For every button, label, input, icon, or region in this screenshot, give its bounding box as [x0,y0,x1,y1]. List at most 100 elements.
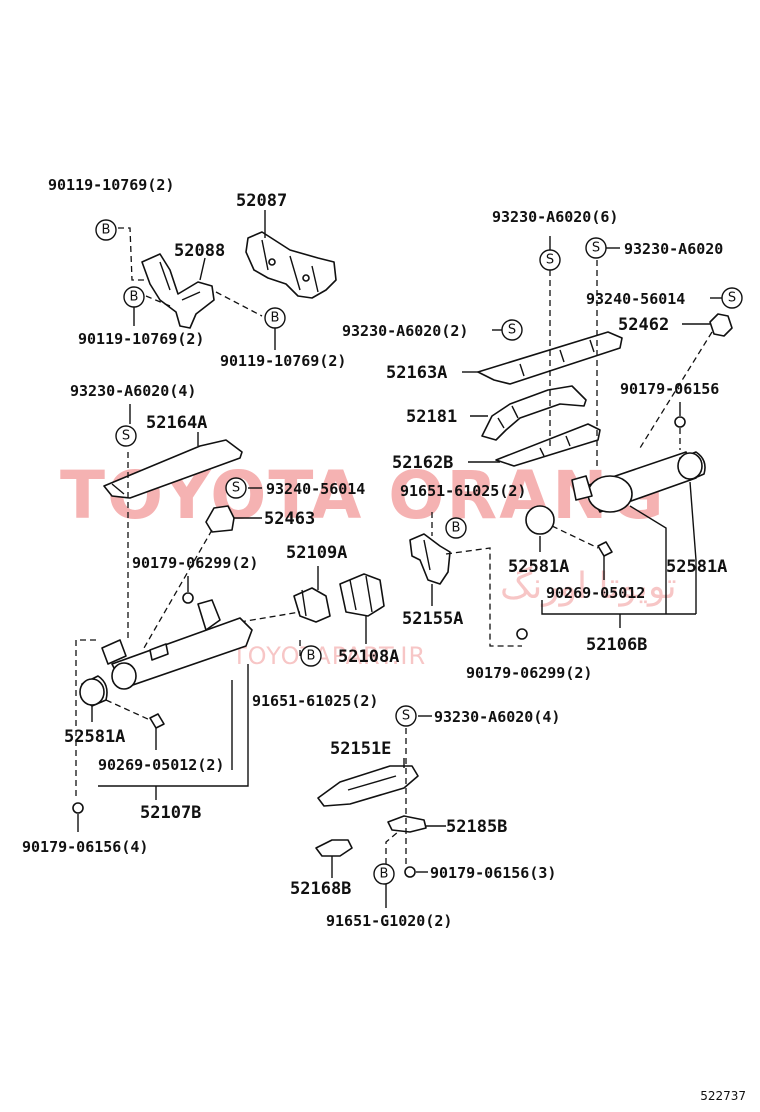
screw-symbol-3: S [721,287,743,309]
bolt-symbol-6: B [373,863,395,885]
label-52164A[interactable]: 52164A [146,413,207,433]
label-93230-left[interactable]: 93230-A6020(4) [70,382,196,400]
label-52151E[interactable]: 52151E [330,739,391,759]
svg-text:B: B [307,649,316,664]
label-52581A-mid[interactable]: 52581A [508,557,569,577]
label-91651-g1020[interactable]: 91651-G1020(2) [326,912,452,930]
screw-symbol-1: S [539,249,561,271]
label-52185B[interactable]: 52185B [446,817,507,837]
clip-90179-06156-shape[interactable] [674,416,686,428]
label-52109A[interactable]: 52109A [286,543,347,563]
label-90179-06156-right[interactable]: 90179-06156 [620,380,719,398]
svg-text:S: S [508,323,516,338]
label-90119-top[interactable]: 90119-10769(2) [48,176,174,194]
label-90179-06299-mid[interactable]: 90179-06299(2) [466,664,592,682]
svg-text:B: B [380,867,389,882]
bolt-90269-05012-shape[interactable] [597,541,613,557]
label-93240-left[interactable]: 93240-56014 [266,480,365,498]
watermark-persian: تویوتا اورنگ [500,565,677,607]
bracket-52181-shape[interactable] [481,385,587,441]
label-90179-06299-left[interactable]: 90179-06299(2) [132,554,258,572]
label-93240-right[interactable]: 93240-56014 [586,290,685,308]
bracket-52109A-shape[interactable] [293,587,331,623]
label-52155A[interactable]: 52155A [402,609,463,629]
assembly-left [72,599,253,832]
svg-text:B: B [130,290,139,305]
svg-text:S: S [232,481,240,496]
svg-text:S: S [402,709,410,724]
clip-90179-06299-mid-shape[interactable] [516,628,528,640]
label-52581A-right[interactable]: 52581A [666,557,727,577]
cap-52462-shape[interactable] [709,313,733,337]
label-91651-bottom[interactable]: 91651-61025(2) [252,692,378,710]
part-labels: 90119-10769(2) 52087 52088 90119-10769(2… [22,176,727,930]
svg-text:S: S [122,429,130,444]
label-91651-top[interactable]: 91651-61025(2) [400,482,526,500]
label-90119-mid[interactable]: 90119-10769(2) [78,330,204,348]
bolt-symbol-1: B [95,219,117,241]
bracket-52185B-shape[interactable] [387,815,427,833]
label-52108A[interactable]: 52108A [338,647,399,667]
figure-code: 522737 [700,1089,746,1103]
pad-52168B-shape[interactable] [315,839,353,857]
bracket-52155A-shape[interactable] [409,533,451,585]
plate-52151E-shape[interactable] [317,765,419,807]
label-52581A-left[interactable]: 52581A [64,727,125,747]
pipe-52107B-end [111,662,137,690]
label-93230-right[interactable]: 93230-A6020 [624,240,723,258]
screw-symbol-5: S [115,425,137,447]
watermark: TOYOTA ORANG تویوتا اورنگ TOYOTAPART.IR [60,457,677,670]
svg-text:S: S [728,291,736,306]
bolt-symbol-2: B [123,286,145,308]
svg-text:S: S [592,241,600,256]
label-52107B[interactable]: 52107B [140,803,201,823]
svg-text:B: B [452,521,461,536]
label-93230-bottom[interactable]: 93230-A6020(4) [434,708,560,726]
label-93230-top[interactable]: 93230-A6020(6) [492,208,618,226]
cover-52164A-shape[interactable] [103,439,243,499]
svg-text:B: B [102,223,111,238]
label-52463[interactable]: 52463 [264,509,315,529]
screw-symbol-4: S [501,319,523,341]
label-90119-right[interactable]: 90119-10769(2) [220,352,346,370]
assembly-bottom [315,715,446,908]
label-93230-mid[interactable]: 93230-A6020(2) [342,322,468,340]
label-90179-06156-left[interactable]: 90179-06156(4) [22,838,148,856]
watermark-url: TOYOTAPART.IR [231,642,426,670]
clip-90179-06299-left-shape[interactable] [182,592,194,604]
svg-text:S: S [546,253,554,268]
label-52162B[interactable]: 52162B [392,453,453,473]
plate-52163A-shape[interactable] [477,331,623,385]
plate-52162B-shape[interactable] [495,423,601,467]
assembly-middle [103,404,528,656]
screw-symbol-6: S [225,477,247,499]
label-52168B[interactable]: 52168B [290,879,351,899]
label-52106B[interactable]: 52106B [586,635,647,655]
bolt-symbol-4: B [445,517,467,539]
assembly-right [462,236,733,628]
bolt-symbol-5: B [300,645,322,667]
bracket-52087-shape[interactable] [245,231,337,299]
svg-text:B: B [271,311,280,326]
pipe-52106B-end [587,475,633,513]
bracket-52088-shape[interactable] [141,253,215,329]
label-52087[interactable]: 52087 [236,191,287,211]
bolt-90269-05012-left-shape[interactable] [149,713,165,729]
cap-52581A-mid-shape[interactable] [525,505,555,535]
fastener-symbols: B B B S S S S S S B B S B [95,219,743,885]
bracket-group-top-left [118,210,337,350]
label-52462[interactable]: 52462 [618,315,669,335]
bolt-symbol-3: B [264,307,286,329]
label-52163A[interactable]: 52163A [386,363,447,383]
screw-symbol-7: S [395,705,417,727]
label-90269-right[interactable]: 90269-05012 [546,584,645,602]
label-52181[interactable]: 52181 [406,407,457,427]
clip-90179-06156-left-shape[interactable] [72,802,84,814]
label-52088[interactable]: 52088 [174,241,225,261]
bracket-52108A-shape[interactable] [339,573,385,617]
clip-90179-06156-bottom-shape[interactable] [404,866,416,878]
label-90179-06156-bottom[interactable]: 90179-06156(3) [430,864,556,882]
screw-symbol-2: S [585,237,607,259]
label-90269-left[interactable]: 90269-05012(2) [98,756,224,774]
